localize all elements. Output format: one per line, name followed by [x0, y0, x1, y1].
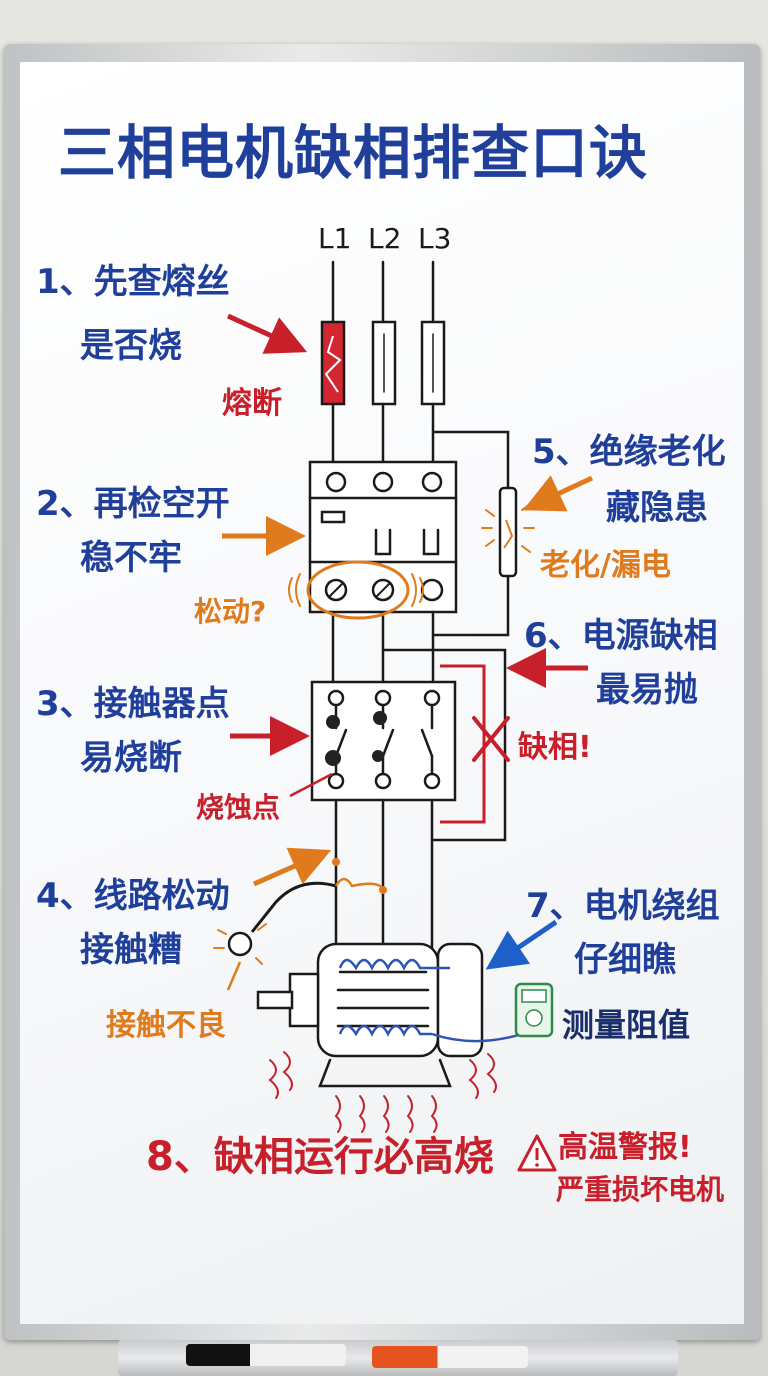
arrow-step4 — [252, 847, 332, 887]
pointer-burnt — [289, 772, 333, 798]
step3-line1: 3、接触器点 — [36, 684, 230, 724]
warning-icon — [517, 1134, 557, 1172]
step3-line2: 易烧断 — [80, 738, 182, 778]
step4-note: 接触不良 — [106, 1008, 226, 1043]
phase-label-l3: L3 — [418, 222, 452, 255]
fuse-l1-blown — [320, 320, 346, 406]
step5-note: 老化/漏电 — [540, 548, 671, 583]
warning-line2: 严重损坏电机 — [556, 1173, 725, 1206]
step7-line2: 仔细瞧 — [574, 940, 676, 980]
step7-note: 测量阻值 — [562, 1006, 691, 1044]
step6-line2: 最易抛 — [596, 670, 698, 710]
step5-line1: 5、绝缘老化 — [532, 432, 726, 472]
loose-terminal-ring — [306, 560, 410, 620]
black-marker[interactable] — [186, 1344, 346, 1366]
phase-loss-loop — [440, 664, 486, 824]
final-statement: 8、缺相运行必高烧 — [146, 1134, 494, 1180]
step1-line1: 1、先查熔丝 — [36, 262, 230, 302]
arrow-step7 — [485, 919, 558, 970]
red-marker[interactable] — [372, 1346, 528, 1368]
phase-label-l1: L1 — [318, 222, 352, 255]
arrow-step1 — [226, 313, 308, 354]
step3-note: 烧蚀点 — [196, 791, 281, 824]
motor-shaft — [256, 990, 294, 1010]
step6-note: 缺相! — [518, 730, 592, 765]
step5-line2: 藏隐患 — [606, 488, 708, 528]
step1-line2: 是否烧 — [80, 326, 182, 366]
cross-mark — [472, 716, 510, 762]
step7-line1: 7、电机绕组 — [526, 886, 720, 926]
step2-line2: 稳不牢 — [80, 538, 182, 578]
warning-line1: 高温警报! — [558, 1130, 692, 1165]
step2-note: 松动? — [194, 595, 267, 628]
step4-line2: 接触糟 — [80, 930, 182, 970]
loose-lug — [227, 931, 253, 957]
pointer-loose — [226, 961, 242, 991]
heat-waves — [268, 1051, 497, 1133]
step2-line1: 2、再检空开 — [36, 484, 230, 524]
step4-line1: 4、线路松动 — [36, 876, 230, 916]
phase-label-l2: L2 — [368, 222, 402, 255]
page-title: 三相电机缺相排查口诀 — [58, 119, 649, 187]
step6-line1: 6、电源缺相 — [524, 616, 718, 656]
step1-note: 熔断 — [222, 386, 282, 421]
arrow-step5 — [522, 475, 594, 512]
aged-insulation-wire — [498, 486, 518, 578]
